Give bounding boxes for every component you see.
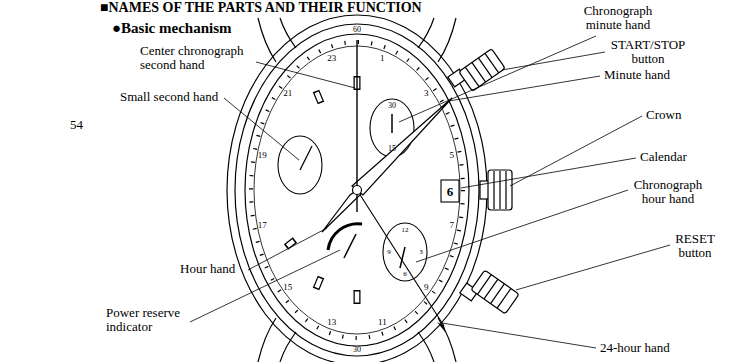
leader-line	[442, 323, 596, 348]
part-name: Hour hand	[180, 262, 235, 276]
small-second-hand	[300, 146, 312, 170]
center-pin	[353, 186, 362, 195]
leader-line	[449, 76, 600, 101]
button-head	[471, 270, 519, 314]
bezel-number: 30	[353, 346, 361, 354]
subdial-number: 15	[388, 145, 396, 153]
subdial-number: 3	[419, 249, 423, 256]
button-ridges	[465, 53, 498, 86]
part-name: Chronograph hour hand	[624, 178, 712, 207]
minute-hand	[352, 98, 452, 195]
subdial-number: 30	[388, 102, 396, 110]
leader-line	[256, 62, 355, 88]
power-reserve-arc	[328, 224, 362, 250]
part-name: START/STOP button	[608, 38, 688, 67]
dial-number: 21	[283, 89, 292, 98]
bezel-number: 60	[353, 26, 361, 34]
page-heading: ■NAMES OF THE PARTS AND THEIR FUNCTION	[100, 0, 422, 15]
small-second-dial	[278, 136, 322, 194]
dial-number: 23	[327, 53, 336, 62]
leader-line	[416, 190, 628, 262]
part-name: Small second hand	[120, 90, 218, 104]
reset-button	[460, 270, 519, 314]
case-outline	[227, 15, 487, 362]
part-name: Minute hand	[604, 68, 670, 82]
subdial-number: 9	[387, 249, 391, 256]
leader-line	[461, 158, 636, 188]
dial-number: 15	[283, 282, 292, 291]
dial-number: 13	[327, 318, 336, 327]
24-hour-hand	[357, 190, 444, 326]
part-name: 24-hour hand	[600, 341, 670, 355]
dial-number: 3	[424, 89, 429, 98]
part-name: Crown	[646, 108, 681, 122]
part-name: Calendar	[640, 150, 687, 164]
part-name: Chronograph minute hand	[572, 4, 664, 33]
bezel	[235, 24, 479, 356]
dial-number: 5	[449, 150, 454, 159]
subdial-number: 6	[403, 271, 407, 278]
part-name: Center chronograph second hand	[140, 44, 262, 73]
dial	[245, 34, 469, 346]
subdial-number: 12	[402, 227, 409, 234]
leader-line	[502, 52, 605, 70]
crown-ridges	[494, 171, 506, 209]
dial-number: 7	[449, 221, 454, 230]
chronograph-hour-dial	[383, 223, 427, 281]
chronograph-minute-dial	[370, 99, 414, 157]
leader-line	[516, 245, 670, 290]
leader-line	[248, 228, 327, 270]
dial-number: 19	[258, 150, 267, 159]
power-reserve-hand	[344, 234, 356, 258]
power-reserve	[328, 224, 362, 258]
dial-number: 11	[378, 318, 387, 327]
page-number: 54	[70, 118, 83, 132]
start-stop-button	[448, 49, 505, 92]
leader-lines	[190, 36, 670, 348]
button-ridges	[477, 275, 510, 308]
leader-line	[399, 36, 596, 122]
leader-line	[510, 116, 642, 186]
part-name: RESET button	[668, 232, 722, 261]
hands	[300, 40, 452, 333]
button-head	[459, 49, 506, 92]
leader-line	[190, 250, 340, 322]
section-heading: ●Basic mechanism	[112, 20, 231, 37]
hour-hand	[322, 190, 361, 232]
date-number: 6	[447, 185, 454, 198]
watch-case	[227, 15, 487, 362]
dial-number: 9	[424, 282, 429, 291]
chronograph-minute-hand	[391, 114, 393, 133]
dial-number: 17	[258, 221, 267, 230]
dial-number: 1	[380, 53, 385, 62]
date-window	[441, 180, 459, 202]
crown	[480, 170, 512, 210]
leader-line	[224, 98, 299, 160]
sub-dials	[278, 99, 459, 281]
crown-head	[488, 170, 512, 210]
part-name: Power reserve indicator	[106, 306, 201, 335]
